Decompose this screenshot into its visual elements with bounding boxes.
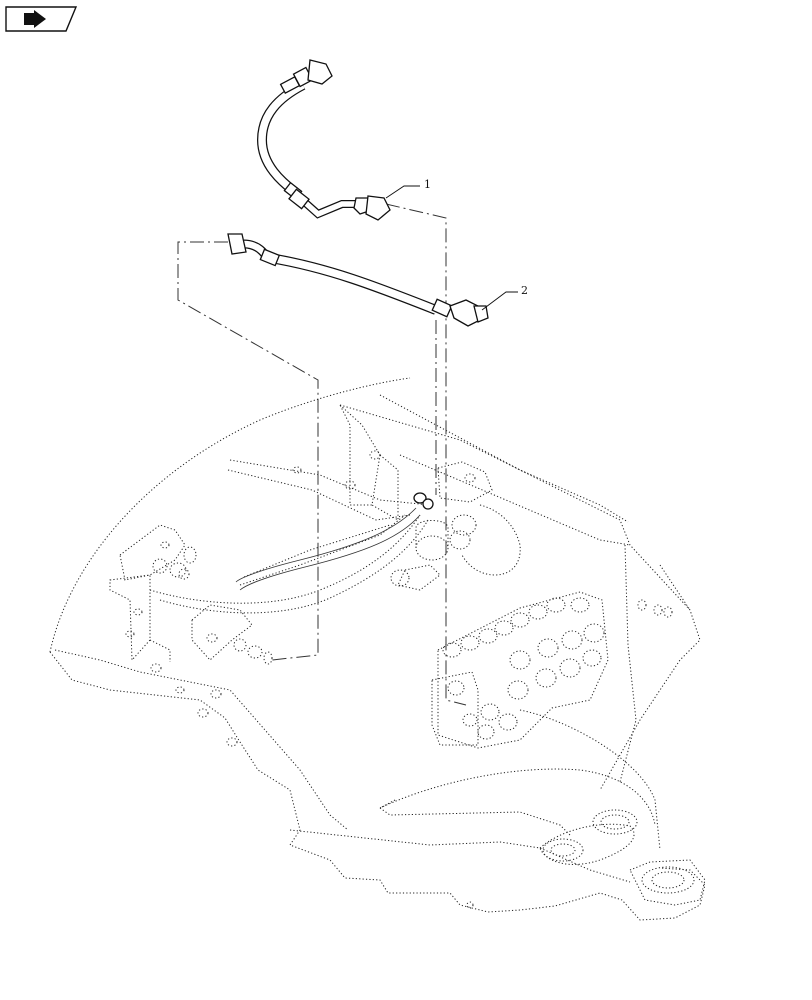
callout-label-2: 2 — [521, 284, 528, 297]
next-page-button[interactable] — [5, 6, 78, 32]
upper-hose — [256, 59, 391, 221]
callout-label-1: 1 — [424, 178, 431, 191]
callout-2: 2 — [481, 284, 528, 311]
next-page-arrow-icon — [24, 10, 46, 28]
callout-1: 1 — [385, 178, 431, 199]
lower-hose — [227, 233, 489, 327]
machine-frame — [49, 377, 706, 921]
control-valve-block — [431, 591, 609, 749]
assembly-routing-lines — [177, 203, 467, 706]
